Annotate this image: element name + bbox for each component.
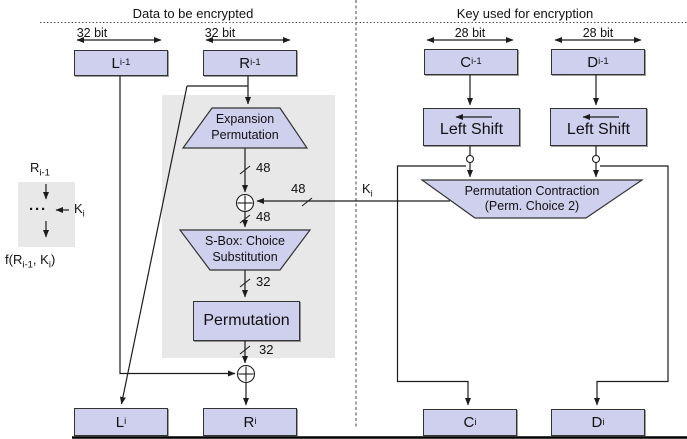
key-path-wires (396, 73, 669, 406)
left-shift-box-2: Left Shift (550, 108, 647, 146)
shift-left-icon (455, 114, 492, 120)
wire-width-32: 32 (259, 342, 274, 357)
permuted-choice-2-label: Permutation Contraction (Perm. Choice 2) (464, 184, 600, 213)
bit-width-label: 32 bit (204, 26, 236, 40)
wire-width-48: 48 (291, 181, 306, 196)
xor-icon (236, 364, 256, 384)
bit-width-label: 32 bit (76, 26, 108, 40)
expansion-permutation-label: Expansion Permutation (211, 112, 279, 142)
expansion-permutation-shape (181, 107, 309, 149)
wire-width-48: 48 (256, 160, 271, 175)
permuted-choice-2-shape (420, 179, 644, 219)
wire-width-48: 48 (256, 209, 271, 224)
permutation-box: Permutation (193, 301, 300, 341)
left-shift-box-1: Left Shift (423, 108, 520, 146)
xor-icon (235, 193, 255, 213)
data-path-wires (119, 74, 450, 406)
subkey-label: Ki (362, 181, 373, 200)
legend-ellipsis: ··· (29, 201, 47, 218)
shift-left-icon (582, 114, 619, 120)
legend-subkey: Ki (74, 201, 85, 220)
section-dividers (40, 0, 687, 439)
bit-width-label: 28 bit (582, 26, 614, 40)
wire-width-32: 32 (256, 274, 271, 289)
legend-r-prev: Ri-1 (30, 160, 50, 179)
sbox-shape (178, 229, 312, 271)
sbox-label: S-Box: Choice Substitution (205, 234, 285, 264)
section-title-data: Data to be encrypted (132, 6, 254, 21)
section-title-key: Key used for encryption (456, 6, 594, 21)
legend-f-function: f(Ri-1, Ki) (5, 252, 56, 271)
legend-arrows (43, 184, 69, 238)
bit-width-label: 28 bit (454, 26, 486, 40)
